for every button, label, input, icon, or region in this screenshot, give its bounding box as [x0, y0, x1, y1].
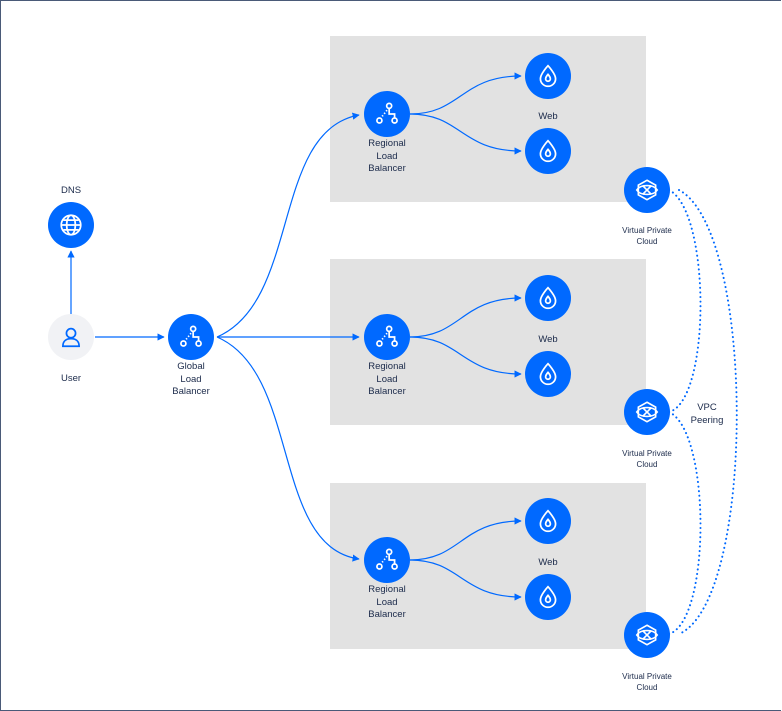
web-droplet-node-2a[interactable] [525, 275, 571, 321]
edge-glb-rlb-1 [216, 112, 360, 338]
web-droplet-node-2b[interactable] [525, 351, 571, 397]
regional-load-balancer-label-3: Regional Load Balancer [368, 584, 406, 620]
vpc-icon [635, 624, 659, 646]
user-icon [62, 327, 80, 348]
edge-rlb2-web-b [409, 336, 522, 378]
user-node[interactable] [48, 314, 94, 360]
edge-glb-rlb-3 [216, 336, 360, 562]
droplet-icon [539, 509, 557, 533]
droplet-icon [539, 585, 557, 609]
regional-load-balancer-label-2: Regional Load Balancer [368, 361, 406, 397]
vpc-node-1[interactable] [624, 167, 670, 213]
droplet-icon [539, 64, 557, 88]
web-droplet-node-3b[interactable] [525, 574, 571, 620]
edge-rlb1-web-b [409, 113, 522, 155]
web-label-2: Web [538, 334, 558, 345]
edge-rlb3-web-b [409, 559, 522, 601]
droplet-icon [539, 139, 557, 163]
droplet-icon [539, 286, 557, 310]
global-load-balancer-node[interactable] [168, 314, 214, 360]
vpc-peering-label: VPC Peering [685, 402, 729, 427]
web-droplet-node-1b[interactable] [525, 128, 571, 174]
regional-load-balancer-label-1: Regional Load Balancer [368, 138, 406, 174]
regional-load-balancer-node-1[interactable] [364, 91, 410, 137]
load-balancer-icon [376, 548, 398, 570]
global-load-balancer-label: Global Load Balancer [172, 361, 210, 397]
vpc-node-2[interactable] [624, 389, 670, 435]
edge-rlb3-web-a [409, 517, 522, 561]
web-label-3: Web [538, 557, 558, 568]
dns-node[interactable] [48, 202, 94, 248]
vpc-node-3[interactable] [624, 612, 670, 658]
regional-load-balancer-node-2[interactable] [364, 314, 410, 360]
vpc-icon [635, 179, 659, 201]
web-droplet-node-1a[interactable] [525, 53, 571, 99]
peering-1-3 [678, 189, 738, 635]
load-balancer-icon [376, 102, 398, 124]
web-droplet-node-3a[interactable] [525, 498, 571, 544]
peering-2-3 [668, 411, 702, 635]
regional-load-balancer-node-3[interactable] [364, 537, 410, 583]
load-balancer-icon [376, 325, 398, 347]
vpc-label-1: Virtual Private Cloud [622, 226, 672, 246]
edge-rlb1-web-a [409, 72, 522, 115]
droplet-icon [539, 362, 557, 386]
edge-rlb2-web-a [409, 294, 522, 338]
user-label: User [60, 373, 82, 384]
peering-1-2 [668, 189, 702, 413]
vpc-label-2: Virtual Private Cloud [622, 449, 672, 469]
load-balancer-icon [180, 325, 202, 347]
web-label-1: Web [538, 111, 558, 122]
dns-label: DNS [60, 185, 82, 196]
vpc-label-3: Virtual Private Cloud [622, 672, 672, 692]
vpc-icon [635, 401, 659, 423]
globe-icon [60, 214, 82, 236]
